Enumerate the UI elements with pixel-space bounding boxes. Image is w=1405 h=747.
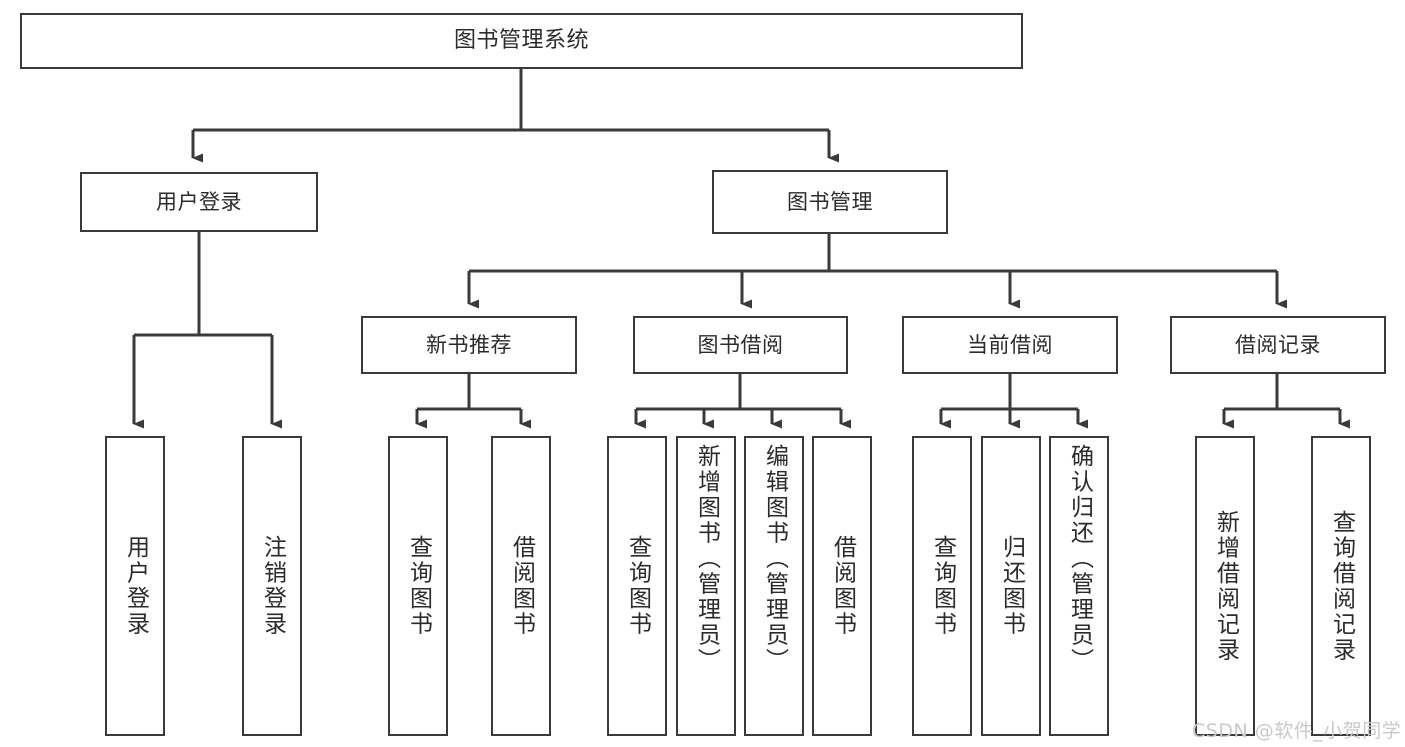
node-label: 新增借阅记录 bbox=[1212, 509, 1239, 663]
node-label: 新书推荐 bbox=[426, 332, 512, 357]
leaf-user-login[interactable]: 用户登录 bbox=[105, 436, 165, 736]
node-user-login[interactable]: 用户登录 bbox=[80, 172, 318, 232]
node-label: 当前借阅 bbox=[967, 332, 1053, 357]
node-current-borrow[interactable]: 当前借阅 bbox=[902, 316, 1118, 374]
node-book-borrow[interactable]: 图书借阅 bbox=[633, 316, 848, 374]
leaf-add-book-admin[interactable]: 新增图书（管理员） bbox=[676, 436, 736, 736]
node-borrow-record[interactable]: 借阅记录 bbox=[1170, 316, 1386, 374]
leaf-borrow-book-2[interactable]: 借阅图书 bbox=[812, 436, 872, 736]
node-label: 图书借阅 bbox=[697, 332, 784, 357]
node-label: 新增图书（管理员） bbox=[693, 444, 720, 674]
node-label: 借阅图书 bbox=[508, 535, 535, 637]
leaf-query-borrow-record[interactable]: 查询借阅记录 bbox=[1311, 436, 1371, 736]
node-label: 归还图书 bbox=[998, 535, 1025, 637]
leaf-confirm-return-admin[interactable]: 确认归还（管理员） bbox=[1049, 436, 1109, 736]
leaf-query-book-1[interactable]: 查询图书 bbox=[388, 436, 448, 736]
node-label: 用户登录 bbox=[156, 189, 242, 214]
node-book-management[interactable]: 图书管理 bbox=[712, 170, 948, 234]
leaf-add-borrow-record[interactable]: 新增借阅记录 bbox=[1195, 436, 1255, 736]
leaf-query-book-3[interactable]: 查询图书 bbox=[912, 436, 972, 736]
csdn-watermark: CSDN @软件_小贺同学 bbox=[1192, 720, 1402, 742]
node-label: 用户登录 bbox=[122, 535, 149, 637]
node-label: 图书管理 bbox=[787, 189, 873, 214]
leaf-borrow-book-1[interactable]: 借阅图书 bbox=[491, 436, 551, 736]
node-label: 借阅图书 bbox=[829, 535, 856, 637]
node-new-book-recommendation[interactable]: 新书推荐 bbox=[361, 316, 577, 374]
node-label: 确认归还（管理员） bbox=[1066, 444, 1093, 674]
leaf-query-book-2[interactable]: 查询图书 bbox=[607, 436, 667, 736]
node-label: 注销登录 bbox=[259, 535, 286, 637]
node-root-book-management-system[interactable]: 图书管理系统 bbox=[20, 13, 1023, 69]
node-label: 查询图书 bbox=[405, 535, 432, 637]
leaf-return-book[interactable]: 归还图书 bbox=[981, 436, 1041, 736]
node-label: 编辑图书（管理员） bbox=[761, 444, 788, 674]
node-label: 查询借阅记录 bbox=[1328, 509, 1355, 663]
node-label: 借阅记录 bbox=[1235, 332, 1321, 357]
node-label: 图书管理系统 bbox=[453, 28, 589, 54]
leaf-edit-book-admin[interactable]: 编辑图书（管理员） bbox=[744, 436, 804, 736]
node-label: 查询图书 bbox=[929, 535, 956, 637]
node-label: 查询图书 bbox=[624, 535, 651, 637]
leaf-logout[interactable]: 注销登录 bbox=[242, 436, 302, 736]
